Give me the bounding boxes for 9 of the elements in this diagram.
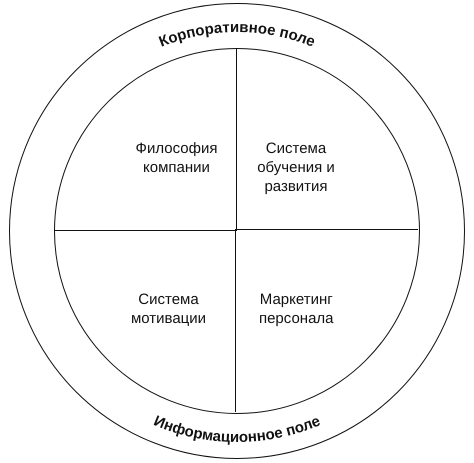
ring-label: Корпоративное поле [156, 18, 317, 50]
quadrant-label: Система обучения и развития [256, 138, 336, 196]
quadrant-label: Философия компании [134, 138, 218, 176]
quadrant-label: Система мотивации [130, 290, 208, 328]
quadrant [235, 229, 418, 412]
inner-circle [54, 48, 420, 414]
outer-ring [9, 3, 465, 459]
quadrant [54, 48, 237, 231]
quadrant-label: Маркетинг персонала [258, 290, 335, 328]
